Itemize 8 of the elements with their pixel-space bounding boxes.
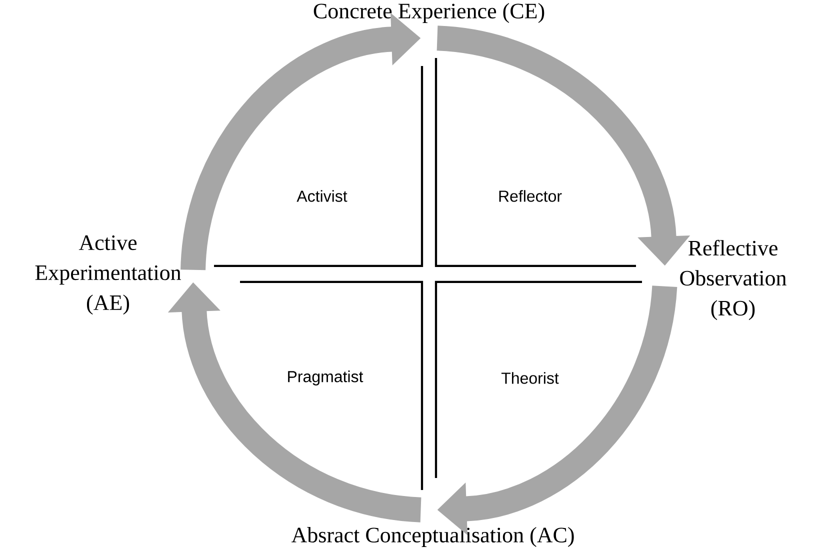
quadrant-label: Activist [296, 190, 348, 202]
stage-label: Concrete Experience (CE) [314, 3, 544, 23]
quadrant-label: Reflector [499, 190, 562, 202]
quadrant-label: Pragmatist [288, 370, 364, 386]
stage-label: Absract Conceptualisation (AC) [291, 527, 574, 547]
stage-label: Active Experimentation (AE) [35, 235, 181, 315]
quadrant-label: Theorist [501, 372, 559, 384]
stage-label: Reflective Observation (RO) [680, 240, 786, 320]
